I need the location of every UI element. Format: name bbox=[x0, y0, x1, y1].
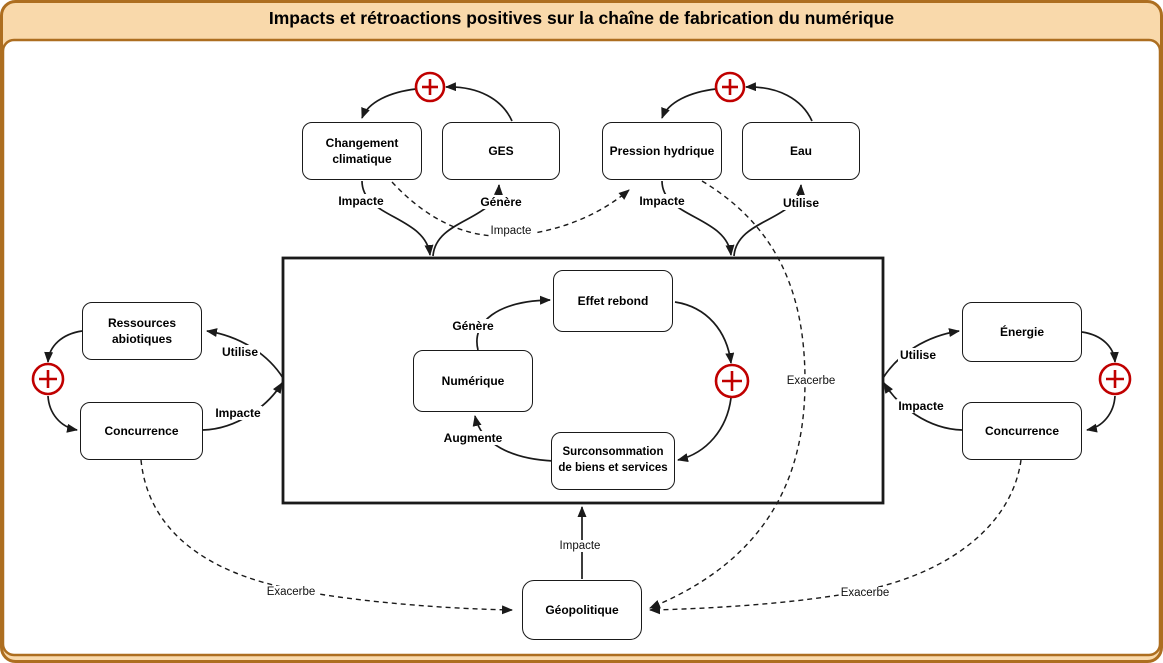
edge-label-impacte: Impacte bbox=[557, 540, 603, 552]
edge-label-utilise: Utilise bbox=[897, 348, 939, 362]
node-label-line: Eau bbox=[789, 143, 812, 158]
edge-label-impacte: Impacte bbox=[896, 399, 946, 413]
edge-label-exacerbe: Exacerbe bbox=[838, 587, 892, 599]
edge-plus-surconsommation bbox=[677, 397, 732, 463]
node-eau: Eau bbox=[742, 122, 860, 180]
edge-plus-changement bbox=[361, 88, 417, 119]
solid-arrows bbox=[44, 82, 1119, 579]
edge-plus-pression bbox=[661, 88, 717, 119]
edge-label-exacerbe: Exacerbe bbox=[264, 586, 318, 598]
plus-circle-icon bbox=[414, 71, 446, 103]
node-energie: Énergie bbox=[962, 302, 1082, 362]
node-label-line: de biens et services bbox=[558, 462, 668, 474]
node-label-line: Énergie bbox=[999, 324, 1044, 339]
edge-numerique-rebond bbox=[476, 295, 551, 351]
node-label-line: Concurrence bbox=[984, 423, 1060, 438]
edge-label-utilise: Utilise bbox=[219, 345, 261, 359]
edge-label-impacte: Impacte bbox=[213, 406, 263, 420]
node-concurrence-droite: Concurrence bbox=[962, 402, 1082, 460]
node-numerique: Numérique bbox=[413, 350, 533, 412]
node-label-line: climatique bbox=[332, 152, 392, 166]
edge-concurrence-droite-box bbox=[883, 382, 963, 431]
edge-plus-concurrence-droite bbox=[1086, 395, 1116, 433]
edge-rebond-plus bbox=[674, 301, 735, 364]
edge-box-eau bbox=[733, 184, 805, 257]
node-label-line: GES bbox=[488, 143, 514, 158]
node-label-line: Surconsommation bbox=[562, 446, 664, 459]
edge-box-energie bbox=[882, 328, 960, 379]
edge-ressources-plus bbox=[44, 330, 83, 363]
edge-eau-plus bbox=[745, 82, 813, 122]
plus-circle-icon bbox=[714, 363, 750, 399]
edge-label-utilise: Utilise bbox=[780, 196, 822, 210]
node-label-line: Pression hydrique bbox=[609, 143, 715, 158]
plus-circle-icon bbox=[714, 71, 746, 103]
plus-circle-icon bbox=[31, 362, 65, 396]
edge-label-augmente: Augmente bbox=[441, 431, 505, 445]
edge-changement-pression-dashed bbox=[391, 181, 630, 237]
node-pression-hydrique: Pression hydrique bbox=[602, 122, 722, 180]
node-label-line: Effet rebond bbox=[577, 293, 649, 308]
node-surconsommation: Surconsommation de biens et services bbox=[551, 432, 675, 490]
positive-feedback-icons bbox=[31, 71, 1132, 399]
node-geopolitique: Géopolitique bbox=[522, 580, 642, 640]
node-effet-rebond: Effet rebond bbox=[553, 270, 673, 332]
edge-label-impacte-dashed: Impacte bbox=[488, 225, 534, 237]
edge-changement-box bbox=[361, 180, 434, 256]
node-changement-climatique: Changement climatique bbox=[302, 122, 422, 180]
node-label-line: Ressources bbox=[107, 315, 177, 330]
edge-energie-plus bbox=[1081, 331, 1119, 363]
edge-label-impacte: Impacte bbox=[637, 194, 687, 208]
edge-plus-concurrence-gauche bbox=[47, 395, 78, 433]
edge-label-genere: Génère bbox=[450, 319, 496, 333]
node-concurrence-gauche: Concurrence bbox=[80, 402, 203, 460]
node-label-line: Géopolitique bbox=[545, 602, 619, 617]
edge-label-exacerbe: Exacerbe bbox=[784, 375, 838, 387]
edge-label-impacte: Impacte bbox=[336, 194, 386, 208]
edge-concurrence-droite-geopolitique-dashed bbox=[649, 459, 1022, 615]
node-label-line: Concurrence bbox=[104, 423, 179, 438]
node-label-line: Changement bbox=[325, 135, 399, 150]
edge-pression-box bbox=[661, 180, 735, 256]
plus-circle-icon bbox=[1098, 362, 1132, 396]
edge-concurrence-gauche-geopolitique-dashed bbox=[140, 459, 513, 615]
node-ges: GES bbox=[442, 122, 560, 180]
node-ressources-abiotiques: Ressources abiotiques bbox=[82, 302, 202, 360]
edge-label-genere: Génère bbox=[478, 195, 524, 209]
edge-ges-plus bbox=[445, 82, 513, 122]
node-label-line: Numérique bbox=[441, 373, 505, 388]
edge-surconsommation-numerique bbox=[472, 415, 554, 462]
diagram-title: Impacts et rétroactions positives sur la… bbox=[268, 8, 895, 28]
node-label-line: abiotiques bbox=[111, 332, 172, 346]
